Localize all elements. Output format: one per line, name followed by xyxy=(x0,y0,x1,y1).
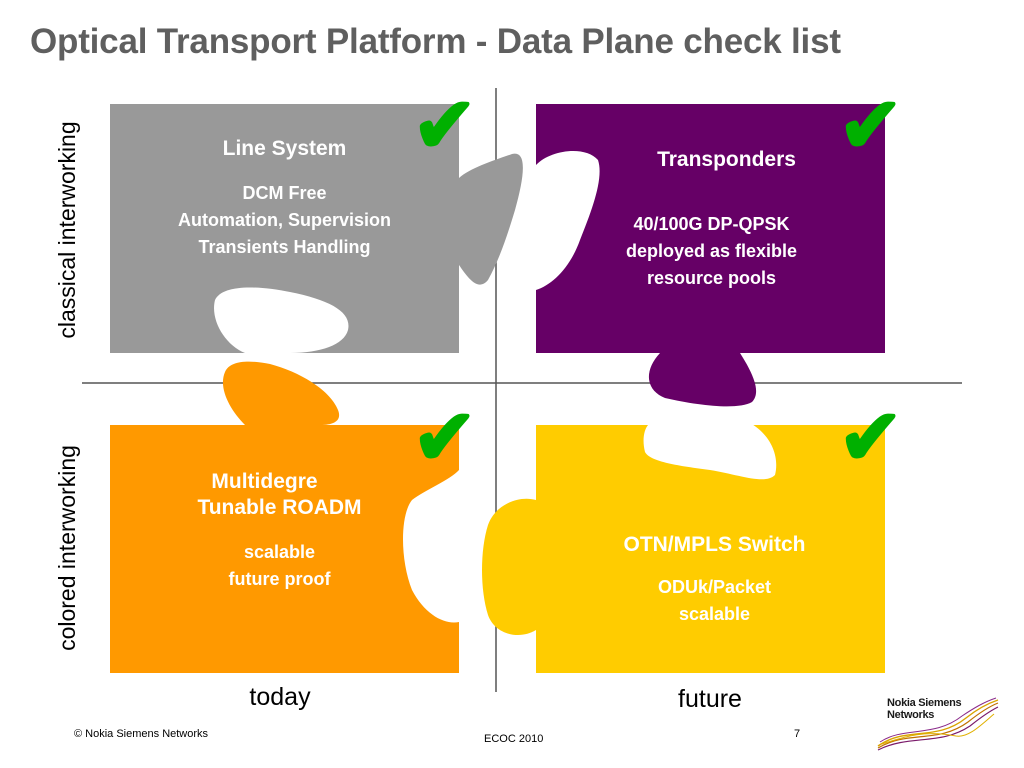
transponders-box xyxy=(536,104,885,353)
switch-title: OTN/MPLS Switch xyxy=(623,533,806,556)
line-system-title: Line System xyxy=(222,137,347,160)
puzzle-tab-gray xyxy=(459,153,523,285)
brand-logo-text: Nokia Siemens Networks xyxy=(887,697,962,721)
puzzle-tab-purple xyxy=(648,353,757,407)
switch-line: scalable xyxy=(678,604,751,624)
check-icon-transponders: ✔ xyxy=(838,81,904,169)
transponders-line: resource pools xyxy=(646,268,777,288)
line-system-line: Transients Handling xyxy=(198,237,371,257)
line-system-line: Automation, Supervision xyxy=(177,210,391,230)
switch-line: ODUk/Packet xyxy=(657,577,772,597)
roadm-box xyxy=(110,425,459,673)
copyright-text: © Nokia Siemens Networks xyxy=(74,728,209,740)
check-icon-switch: ✔ xyxy=(838,393,904,481)
puzzle-socket-white-left xyxy=(214,287,349,353)
roadm-line: scalable xyxy=(243,542,316,562)
check-icon-line-system: ✔ xyxy=(412,81,478,169)
slide-title: Optical Transport Platform - Data Plane … xyxy=(30,22,841,61)
line-system-line: DCM Free xyxy=(242,183,327,203)
switch-text: OTN/MPLS Switch ODUk/Packet scalable xyxy=(540,532,889,628)
transponders-text: Transponders 40/100G DP-QPSK deployed as… xyxy=(552,147,901,292)
roadm-title-line: Tunable ROADM xyxy=(197,496,362,519)
check-icon-roadm: ✔ xyxy=(412,393,478,481)
transponders-line: deployed as flexible xyxy=(625,241,798,261)
puzzle-socket-white-top xyxy=(536,150,600,290)
transponders-title: Transponders xyxy=(657,148,796,171)
page-number: 7 xyxy=(794,728,801,740)
puzzle-tab-orange xyxy=(222,361,340,425)
y-axis-label-bottom: colored interworking xyxy=(54,445,80,651)
puzzle-socket-white-right xyxy=(643,414,777,480)
transponders-line: 40/100G DP-QPSK xyxy=(633,214,790,234)
brand-line: Networks xyxy=(887,709,935,721)
roadm-title-line: Multidegre xyxy=(211,470,318,493)
roadm-line: future proof xyxy=(228,569,331,589)
x-axis-label-right: future xyxy=(678,685,742,713)
brand-line: Nokia Siemens xyxy=(887,697,962,709)
event-text: ECOC 2010 xyxy=(484,733,544,745)
puzzle-socket-white-bottom xyxy=(403,470,459,623)
line-system-text: Line System DCM Free Automation, Supervi… xyxy=(110,136,459,261)
puzzle-tab-yellow xyxy=(482,498,536,635)
x-axis-label-left: today xyxy=(249,683,311,711)
brand-logo-swoosh xyxy=(877,697,999,751)
roadm-text: Multidegre Tunable ROADM scalable future… xyxy=(105,469,454,593)
y-axis-label-top: classical interworking xyxy=(54,121,80,339)
